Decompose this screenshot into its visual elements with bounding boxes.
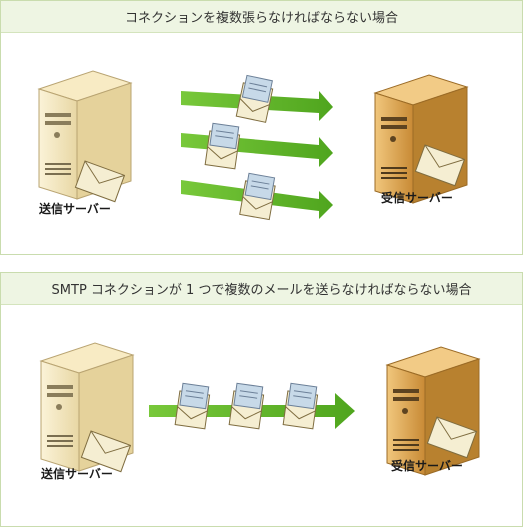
envelope-icon	[414, 144, 466, 187]
envelope-icon	[80, 430, 132, 473]
diagram-illustration	[39, 342, 481, 476]
envelope-icon	[228, 382, 265, 430]
envelope-icon	[426, 416, 478, 459]
connection-arrow-2	[181, 133, 333, 167]
diagram-panel-single-connection: SMTP コネクションが 1 つで複数のメールを送らなければならない場合	[0, 272, 523, 527]
envelope-icon	[174, 382, 211, 430]
receiver-server-label: 受信サーバー	[381, 191, 453, 205]
sender-server-label: 送信サーバー	[41, 467, 113, 481]
envelope-icon	[235, 74, 274, 123]
diagram-panel-multiple-connections: コネクションを複数張らなければならない場合	[0, 0, 523, 255]
panel-title: SMTP コネクションが 1 つで複数のメールを送らなければならない場合	[1, 273, 522, 305]
sender-server-label: 送信サーバー	[39, 202, 111, 216]
envelope-icon	[74, 160, 126, 203]
envelope-icon	[204, 122, 241, 170]
envelope-icon	[239, 172, 276, 221]
diagram-illustration	[37, 70, 469, 221]
envelope-icon	[282, 382, 319, 430]
receiver-server-label: 受信サーバー	[391, 459, 463, 473]
panel-title: コネクションを複数張らなければならない場合	[1, 1, 522, 33]
